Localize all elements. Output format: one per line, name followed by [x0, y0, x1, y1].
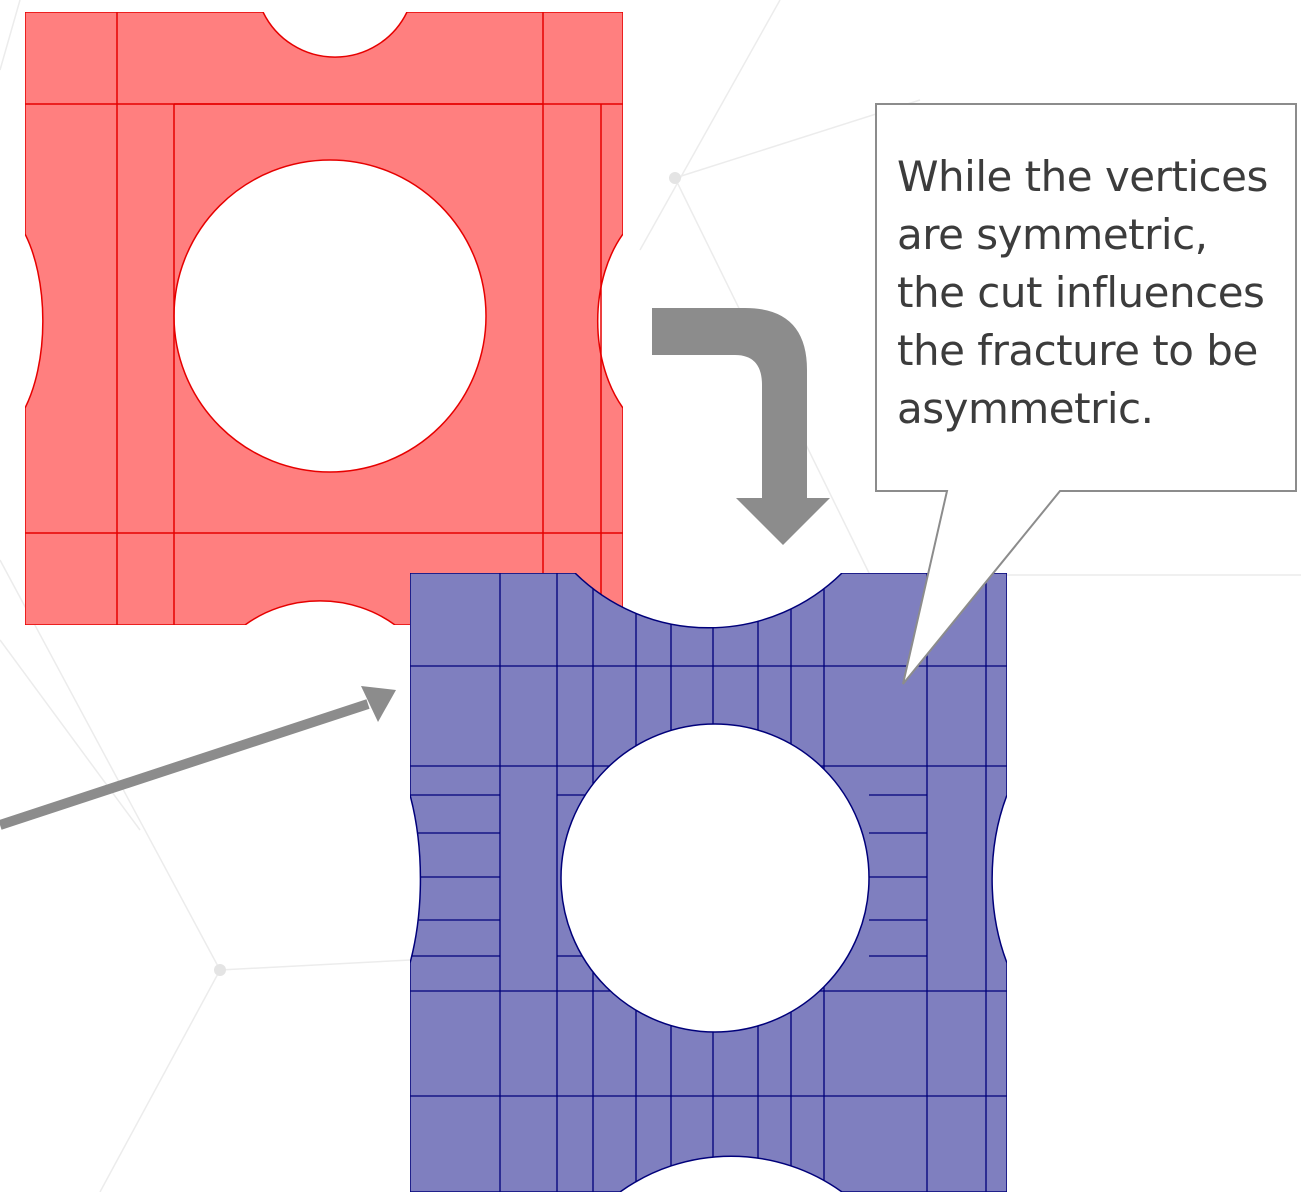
callout-line-2: are symmetric,: [897, 210, 1208, 259]
red-mesh-panel: [25, 12, 623, 625]
blue-mesh-body: [410, 573, 1007, 1192]
callout-line-4: the fracture to be: [897, 326, 1258, 375]
callout-line-3: the cut influences: [897, 268, 1265, 317]
callout-line-5: asymmetric.: [897, 384, 1154, 433]
callout-text: While the vertices are symmetric, the cu…: [897, 148, 1297, 438]
callout-line-1: While the vertices: [897, 152, 1268, 201]
